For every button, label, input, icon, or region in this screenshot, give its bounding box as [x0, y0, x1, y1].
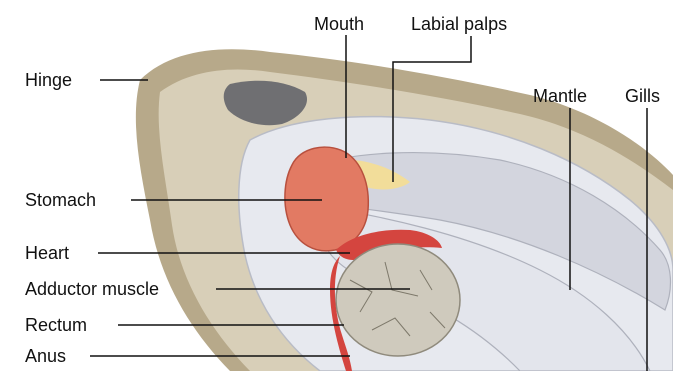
stomach [285, 147, 368, 251]
label-stomach: Stomach [25, 190, 96, 210]
label-hinge: Hinge [25, 70, 72, 90]
label-gills: Gills [625, 86, 660, 106]
label-rectum: Rectum [25, 315, 87, 335]
label-anus: Anus [25, 346, 66, 366]
label-mouth: Mouth [314, 14, 364, 34]
label-mantle: Mantle [533, 86, 587, 106]
adductor-muscle [336, 244, 460, 356]
label-heart: Heart [25, 243, 69, 263]
label-labial-palps: Labial palps [411, 14, 507, 34]
label-adductor-muscle: Adductor muscle [25, 279, 159, 299]
